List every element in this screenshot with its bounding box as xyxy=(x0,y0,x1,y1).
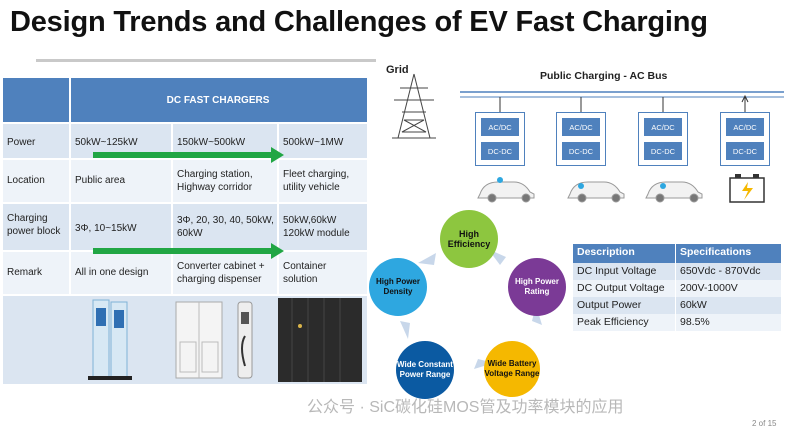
ac-dc-block: AC/DC xyxy=(562,118,600,136)
dc-dc-block: DC-DC xyxy=(726,142,764,160)
spec-value: 200V-1000V xyxy=(675,280,781,297)
table-cell: Fleet charging, utility vehicle xyxy=(283,169,350,193)
ev-car-icon xyxy=(477,181,535,203)
spec-description: DC Input Voltage xyxy=(577,265,657,277)
table-row: DC Output Voltage 200V-1000V xyxy=(573,280,781,297)
spec-value: 60kW xyxy=(675,297,781,314)
table-cell: Container solution xyxy=(283,261,327,285)
row-divider xyxy=(3,202,367,204)
table-row-location: Location Public area Charging station, H… xyxy=(3,160,367,202)
slide-title: Design Trends and Challenges of EV Fast … xyxy=(10,6,708,38)
ev-car-icon xyxy=(567,181,625,203)
ac-dc-block: AC/DC xyxy=(644,118,682,136)
node-high-power-rating: High Power Rating xyxy=(508,258,566,316)
spec-header-row: Description Specifications xyxy=(573,244,781,263)
charger-unit-1: AC/DC DC-DC xyxy=(475,112,525,166)
trend-arrow-head xyxy=(271,243,284,259)
spec-header-description: Description xyxy=(577,246,635,258)
table-row: Peak Efficiency 98.5% xyxy=(573,314,781,331)
ac-bus-label: Public Charging - AC Bus xyxy=(540,70,668,82)
dc-dc-block: DC-DC xyxy=(644,142,682,160)
node-wide-battery-voltage: Wide Battery Voltage Range xyxy=(484,341,540,397)
row-divider xyxy=(3,158,367,160)
spec-description: Peak Efficiency xyxy=(577,316,649,328)
dc-fast-chargers-table: DC FAST CHARGERS Power 50kW~125kW 150kW~… xyxy=(3,78,367,384)
charger-unit-3: AC/DC DC-DC xyxy=(638,112,688,166)
spec-table: Description Specifications DC Input Volt… xyxy=(573,244,781,331)
column-divider xyxy=(69,78,71,384)
table-cell: 3Φ, 20, 30, 40, 50kW, 60kW xyxy=(177,215,274,239)
table-row-remark: Remark All in one design Converter cabin… xyxy=(3,252,367,294)
spec-value: 98.5% xyxy=(675,314,781,331)
node-wide-constant-power: Wide Constant Power Range xyxy=(396,341,454,399)
spec-header-specifications: Specifications xyxy=(675,244,781,263)
ev-car-icon xyxy=(645,181,703,203)
spec-description: Output Power xyxy=(577,299,642,311)
row-label: Power xyxy=(7,137,36,148)
spec-value: 650Vdc - 870Vdc xyxy=(675,263,781,280)
table-row: DC Input Voltage 650Vdc - 870Vdc xyxy=(573,263,781,280)
row-divider xyxy=(3,122,367,124)
table-cell: 500kW~1MW xyxy=(283,137,344,148)
charger-product-photos xyxy=(88,298,362,382)
ac-dc-block: AC/DC xyxy=(726,118,764,136)
table-row: Output Power 60kW xyxy=(573,297,781,314)
row-label: Remark xyxy=(7,267,43,278)
node-high-power-density: High Power Density xyxy=(369,258,427,316)
table-cell: 150kW~500kW xyxy=(177,137,246,148)
table-header-row: DC FAST CHARGERS xyxy=(3,78,367,122)
table-cell: Charging station, Highway corridor xyxy=(177,169,253,193)
table-cell: 3Φ, 10~15kW xyxy=(75,223,137,234)
battery-icon xyxy=(729,174,765,203)
table-cell: 50kW~125kW xyxy=(75,137,138,148)
table-header-blank xyxy=(3,78,69,122)
charger-images-row xyxy=(68,296,364,384)
ac-bus-diagram xyxy=(392,73,784,203)
trend-arrow-block xyxy=(93,248,273,254)
transmission-tower-icon xyxy=(392,73,436,139)
watermark: 公众号 · SiC碳化硅MOS管及功率模块的应用 xyxy=(307,399,624,416)
dc-dc-block: DC-DC xyxy=(562,142,600,160)
row-divider xyxy=(3,294,367,296)
table-cell: All in one design xyxy=(75,267,149,278)
table-cell: 50kW,60kW 120kW module xyxy=(283,215,350,239)
charger-unit-2: AC/DC DC-DC xyxy=(556,112,606,166)
table-header-title: DC FAST CHARGERS xyxy=(166,94,270,106)
row-label: Location xyxy=(7,175,45,186)
charger-unit-4: AC/DC DC-DC xyxy=(720,112,770,166)
trend-arrow-head xyxy=(271,147,284,163)
table-row-power-block: Charging power block 3Φ, 10~15kW 3Φ, 20,… xyxy=(3,204,367,250)
grid-label: Grid xyxy=(386,64,409,76)
table-cell: Converter cabinet + charging dispenser xyxy=(177,261,265,285)
ac-dc-block: AC/DC xyxy=(481,118,519,136)
dc-dc-block: DC-DC xyxy=(481,142,519,160)
node-high-efficiency: High Efficiency xyxy=(440,210,498,268)
title-underline xyxy=(36,59,376,62)
page-number: 2 of 15 xyxy=(752,419,777,428)
row-label: Charging power block xyxy=(7,213,61,237)
trend-arrow-power xyxy=(93,152,273,158)
spec-description: DC Output Voltage xyxy=(577,282,665,294)
table-cell: Public area xyxy=(75,175,126,186)
